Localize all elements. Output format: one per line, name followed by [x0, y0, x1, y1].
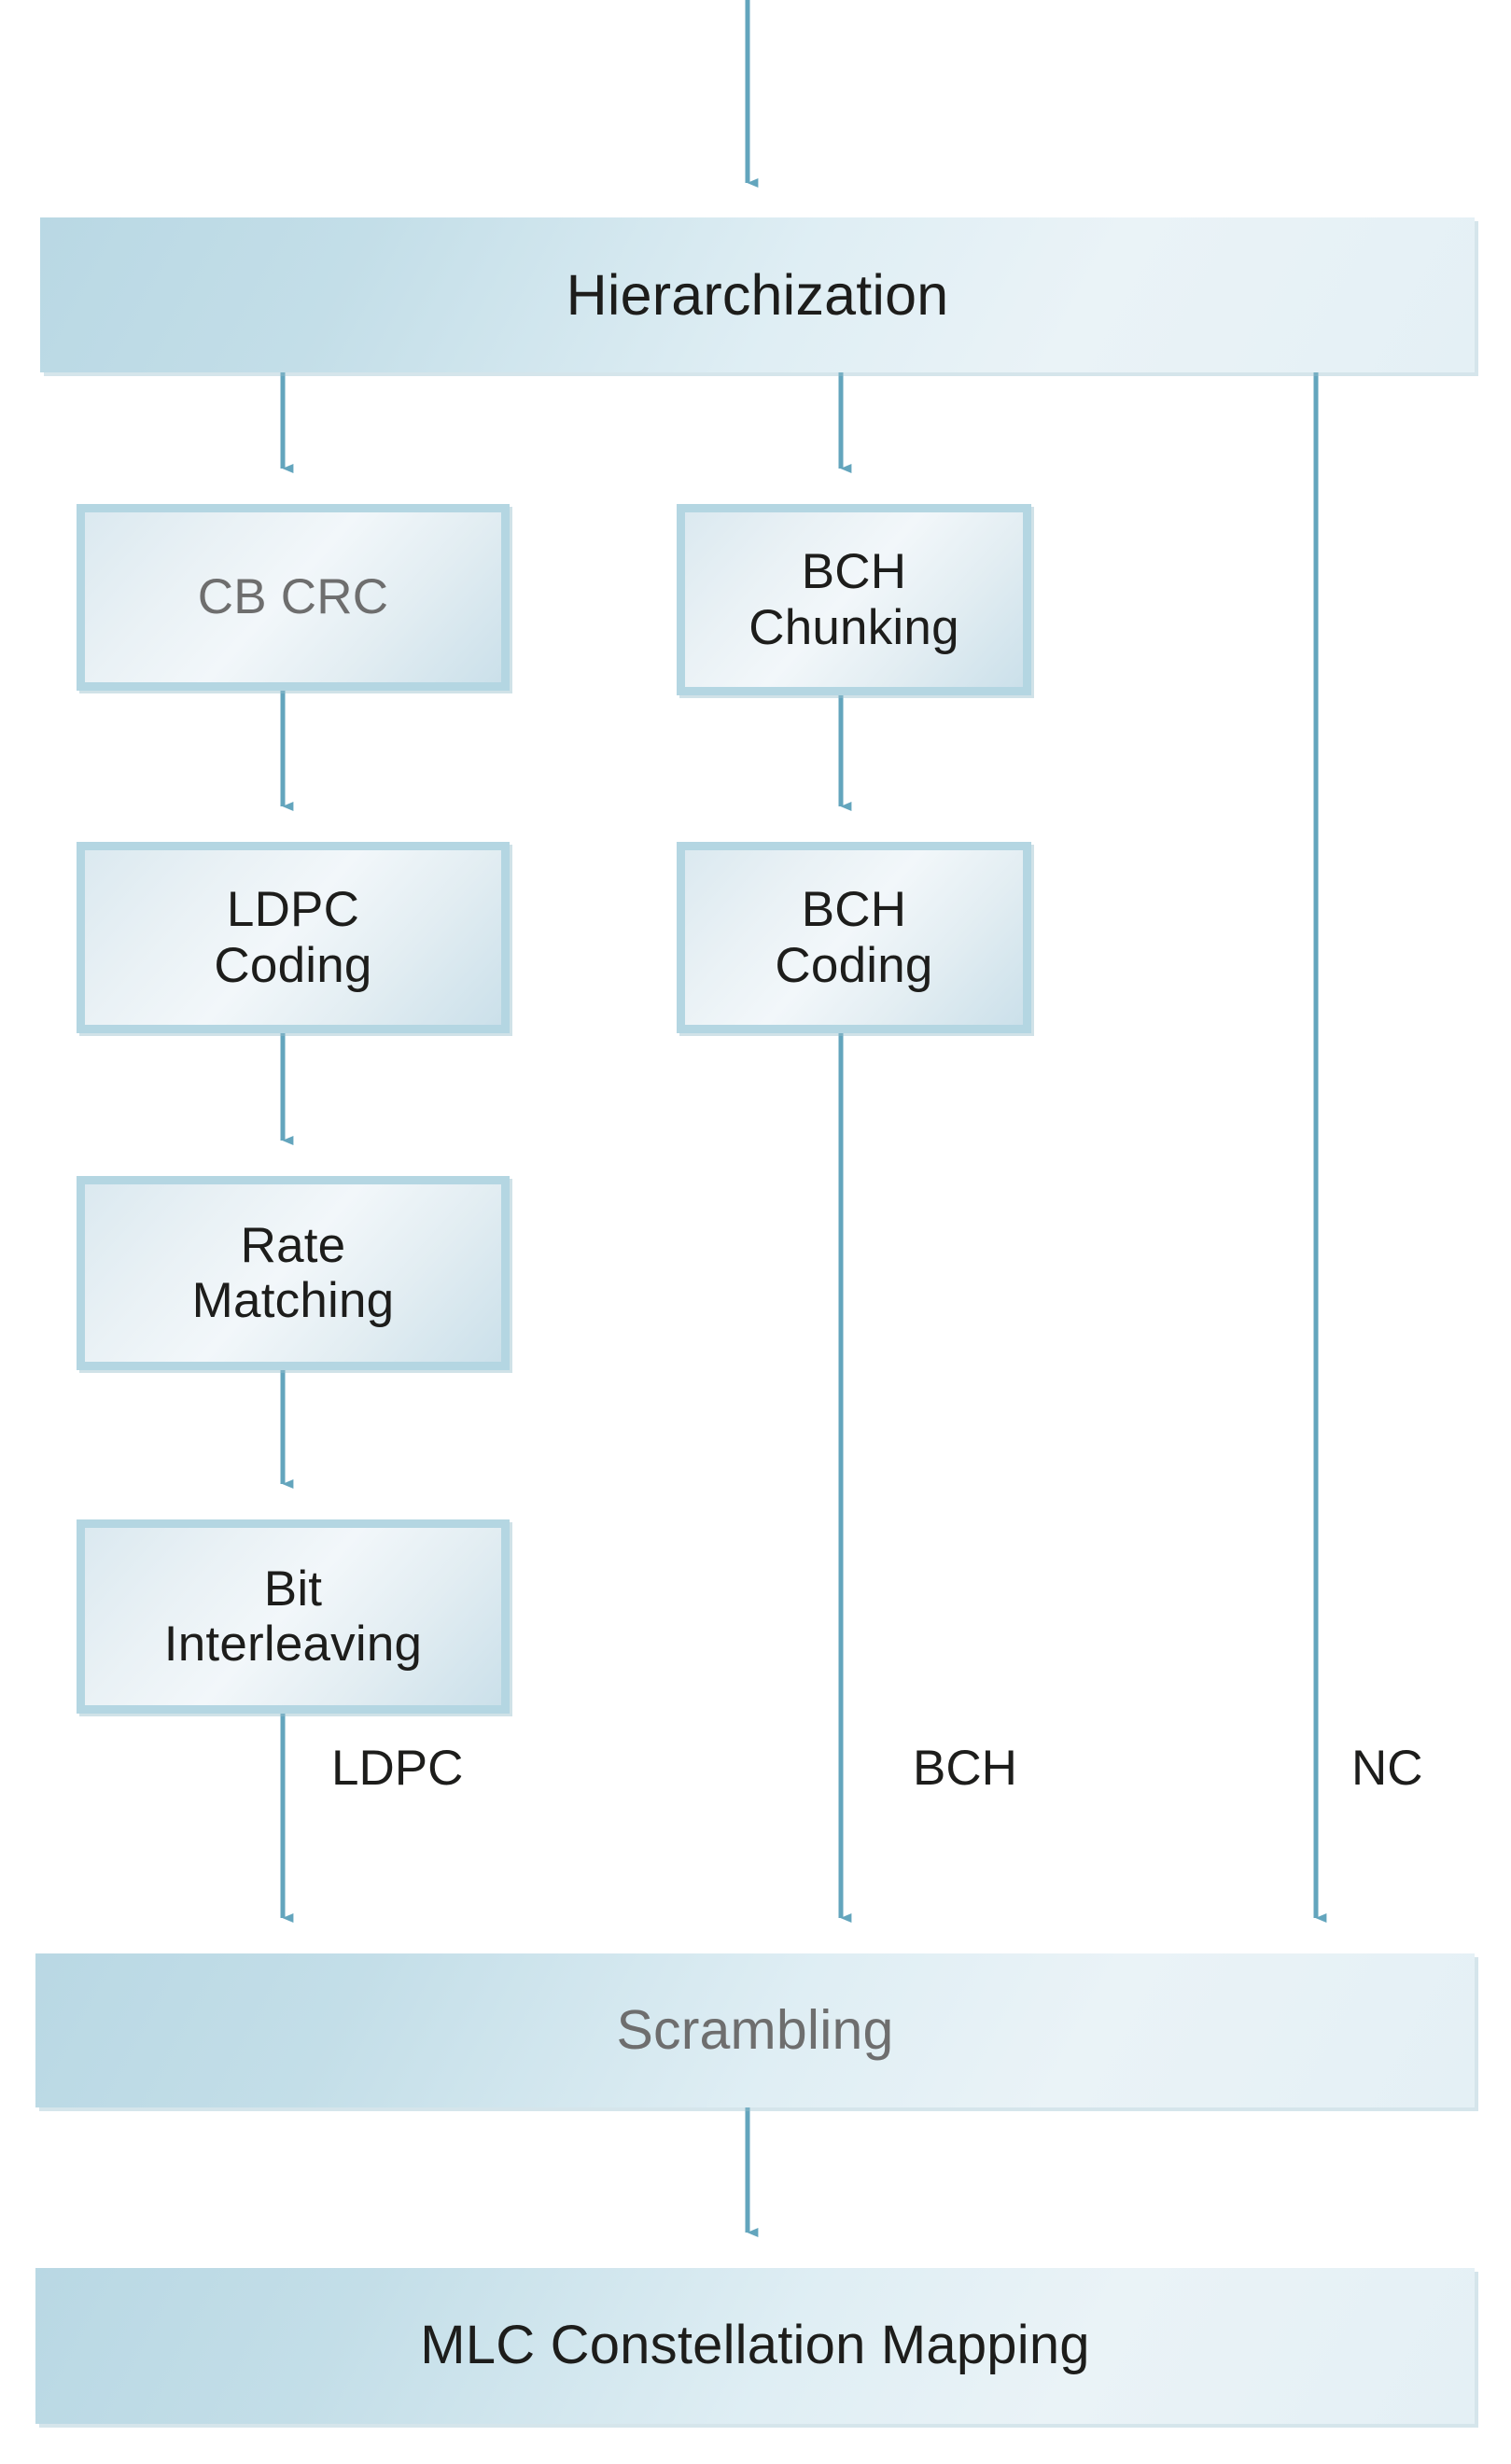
node-mlc-constellation-mapping[interactable]: MLC Constellation Mapping — [35, 2268, 1475, 2424]
edge-label-bch: BCH — [913, 1741, 1017, 1796]
node-bit-interleaving[interactable]: Bit Interleaving — [77, 1519, 510, 1714]
node-cb-crc[interactable]: CB CRC — [77, 504, 510, 691]
node-scrambling[interactable]: Scrambling — [35, 1953, 1475, 2107]
edge-label-nc: NC — [1351, 1741, 1423, 1796]
node-bch-coding[interactable]: BCH Coding — [677, 842, 1031, 1033]
node-hierarchization[interactable]: Hierarchization — [40, 217, 1475, 372]
node-ldpc-coding[interactable]: LDPC Coding — [77, 842, 510, 1033]
node-bch-chunking[interactable]: BCH Chunking — [677, 504, 1031, 695]
edge-label-ldpc: LDPC — [331, 1741, 464, 1796]
node-rate-matching[interactable]: Rate Matching — [77, 1176, 510, 1370]
